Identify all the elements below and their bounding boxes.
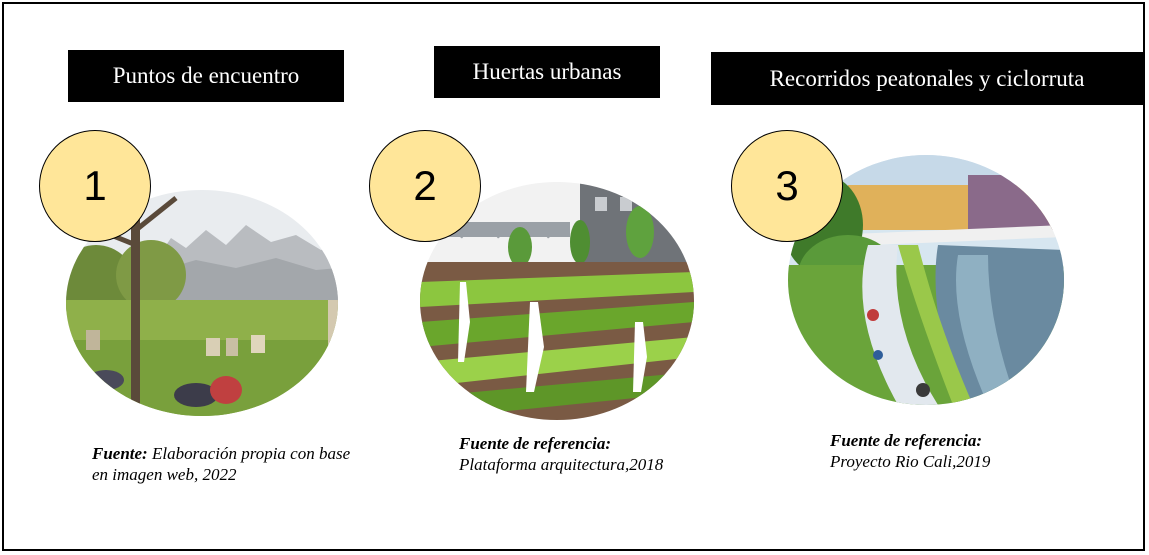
panel-3-title: Recorridos peatonales y ciclorruta bbox=[711, 52, 1143, 105]
panel-2-number-badge: 2 bbox=[369, 130, 481, 242]
panel-1-title-text: Puntos de encuentro bbox=[112, 63, 300, 88]
panel-3-number: 3 bbox=[775, 162, 799, 209]
panel-2-number: 2 bbox=[413, 162, 437, 209]
panel-3-caption: Fuente de referencia: Proyecto Rio Cali,2… bbox=[830, 430, 1060, 472]
panel-2-caption-bold: Fuente de referencia: bbox=[459, 434, 612, 453]
panel-3-title-text: Recorridos peatonales y ciclorruta bbox=[769, 65, 1085, 91]
panel-1-number: 1 bbox=[83, 162, 107, 209]
panel-3-caption-text: Proyecto Rio Cali,2019 bbox=[830, 452, 991, 471]
panel-2-title: Huertas urbanas bbox=[434, 46, 660, 98]
panel-3-caption-bold: Fuente de referencia: bbox=[830, 431, 983, 450]
panel-2-caption: Fuente de referencia: Plataforma arquitec… bbox=[459, 433, 689, 475]
panel-1-caption: Fuente: Elaboración propia con base en i… bbox=[92, 443, 352, 485]
panel-1-caption-text: Elaboración propia con base en imagen we… bbox=[92, 444, 351, 484]
panel-1-caption-bold: Fuente: bbox=[92, 444, 148, 463]
panel-3-number-badge: 3 bbox=[731, 130, 843, 242]
panel-1-title: Puntos de encuentro bbox=[68, 50, 344, 102]
panel-2-title-text: Huertas urbanas bbox=[472, 59, 622, 84]
panel-1-number-badge: 1 bbox=[39, 130, 151, 242]
panel-2-caption-text: Plataforma arquitectura,2018 bbox=[459, 455, 664, 474]
